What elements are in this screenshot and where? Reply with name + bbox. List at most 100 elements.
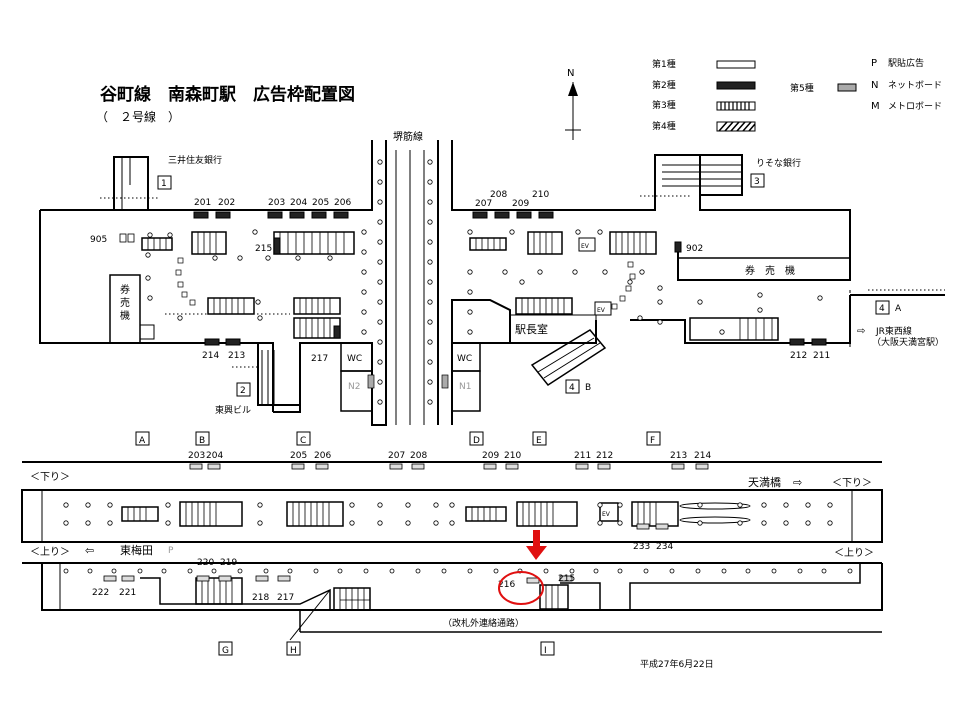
- pillar: [211, 568, 217, 574]
- pillar: [427, 299, 433, 305]
- ad-label-203: 203: [268, 198, 285, 208]
- legend-type5-swatch: [837, 83, 857, 92]
- pillar: [327, 255, 333, 261]
- bank-mitsui-label: 三井住友銀行: [168, 154, 222, 166]
- pillar: [427, 199, 433, 205]
- pillar: [237, 568, 243, 574]
- platform-ad-label-214: 214: [694, 451, 711, 461]
- legend-type2: 第2種: [652, 79, 676, 91]
- pillar: [602, 269, 608, 275]
- pillar: [349, 520, 355, 526]
- ad-label-902: 902: [686, 244, 703, 254]
- pillar: [502, 269, 508, 275]
- pillar: [377, 339, 383, 345]
- p-mark-label: P: [168, 546, 174, 556]
- pillar: [257, 315, 263, 321]
- pillar: [363, 568, 369, 574]
- pillar: [805, 520, 811, 526]
- pillar: [377, 502, 383, 508]
- pillar: [377, 520, 383, 526]
- pillar: [377, 279, 383, 285]
- pillar: [745, 568, 751, 574]
- ad-board-204: [289, 211, 305, 219]
- platform-ad-board-220: [196, 575, 210, 582]
- pillar: [643, 568, 649, 574]
- pillar: [467, 329, 473, 335]
- pillar: [467, 309, 473, 315]
- legend-n-label: ネットボード: [888, 80, 942, 91]
- platform-ad-board-218: [255, 575, 269, 582]
- ad-board-902: [674, 241, 682, 253]
- pillar: [569, 568, 575, 574]
- exit-4b-badge: [565, 379, 580, 394]
- platform-ad-board-222: [103, 575, 117, 582]
- exit-3-badge: [750, 173, 765, 188]
- pillar: [697, 520, 703, 526]
- pillar-marker-label-G: G: [222, 646, 229, 656]
- ad-board-203: [267, 211, 283, 219]
- pillar: [657, 299, 663, 305]
- exit-2-label: 2: [240, 386, 246, 396]
- ad-label-201: 201: [194, 198, 211, 208]
- guide-marker: [619, 295, 626, 302]
- pillar: [377, 239, 383, 245]
- platform-ad-board-205: [291, 463, 305, 470]
- pillar: [361, 269, 367, 275]
- pillar: [377, 219, 383, 225]
- up-label-left: ＜上り＞: [30, 546, 70, 558]
- platform-ad-label-207: 207: [388, 451, 405, 461]
- platform-ad-label-219: 219: [220, 558, 237, 568]
- platform-labels: ＜下り＞ ＜下り＞ ＜上り＞ ＜上り＞ 天満橋 ⇨ ⇦ 東梅田 P （改札外連絡…: [30, 471, 874, 629]
- pillar: [147, 232, 153, 238]
- pillar-marker-A: [135, 431, 150, 446]
- pillar-marker-label-H: H: [290, 646, 297, 656]
- guide-marker: [627, 261, 634, 268]
- pillar: [441, 568, 447, 574]
- pillar: [427, 319, 433, 325]
- pillar: [697, 502, 703, 508]
- ticket-right-label: 券 売 機: [745, 264, 795, 277]
- guide-marker: [189, 299, 196, 306]
- pillar: [263, 568, 269, 574]
- date-label: 平成27年6月22日: [640, 658, 714, 670]
- pillar-marker-C: [296, 431, 311, 446]
- pillar: [145, 252, 151, 258]
- ticket-left-3: 機: [120, 309, 130, 322]
- arrow-left-icon: ⇦: [85, 544, 94, 557]
- legend-type1: 第1種: [652, 58, 676, 70]
- pillar-marker-label-E: E: [536, 436, 542, 446]
- exit-1-badge: [157, 175, 172, 190]
- pillar: [827, 502, 833, 508]
- n1-label: N1: [459, 382, 471, 392]
- ad-board-201: [193, 211, 209, 219]
- ad-label-202: 202: [218, 198, 235, 208]
- pillar: [147, 295, 153, 301]
- ad-label-211: 211: [813, 351, 830, 361]
- pillar: [467, 568, 473, 574]
- pillar: [467, 289, 473, 295]
- ev-label-platform: EV: [602, 511, 611, 518]
- station-office-label: 駅長室: [515, 322, 548, 336]
- ev-label-concourse: EV: [581, 243, 590, 250]
- exit-1-label: 1: [161, 179, 167, 189]
- legend-type1-swatch: [716, 60, 756, 69]
- platform-ad-label-233: 233: [633, 542, 650, 552]
- ad-label-217: 217: [311, 354, 328, 364]
- pillar: [377, 379, 383, 385]
- pillar: [177, 315, 183, 321]
- map-subtitle: （ ２号線 ）: [96, 109, 180, 124]
- pillar: [63, 520, 69, 526]
- pillar: [697, 299, 703, 305]
- ad-label-205: 205: [312, 198, 329, 208]
- pillar: [255, 299, 261, 305]
- north-label: N: [567, 68, 574, 79]
- pillar: [657, 285, 663, 291]
- ad-label-208: 208: [490, 190, 507, 200]
- pillar-marker-label-D: D: [473, 436, 480, 446]
- pillar: [519, 279, 525, 285]
- pillar: [349, 502, 355, 508]
- pillar: [85, 520, 91, 526]
- platform-ad-board-208: [411, 463, 425, 470]
- ad-label-207: 207: [475, 199, 492, 209]
